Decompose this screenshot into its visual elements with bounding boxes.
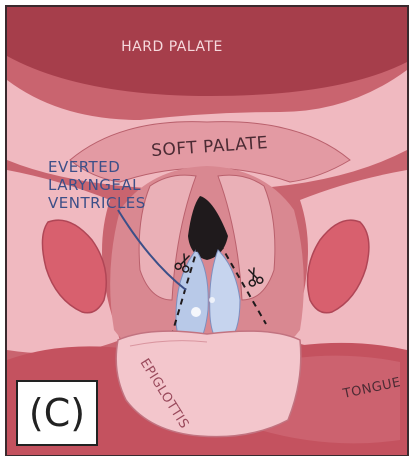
everted-label-line2: LARYNGEAL xyxy=(48,176,141,194)
panel-label: (C) xyxy=(18,382,96,444)
panel-label-box: (C) xyxy=(16,380,98,446)
hard-palate-label: HARD PALATE xyxy=(121,39,223,55)
everted-label-line1: EVERTED xyxy=(48,158,120,176)
everted-label-line3: VENTRICLES xyxy=(48,194,146,212)
